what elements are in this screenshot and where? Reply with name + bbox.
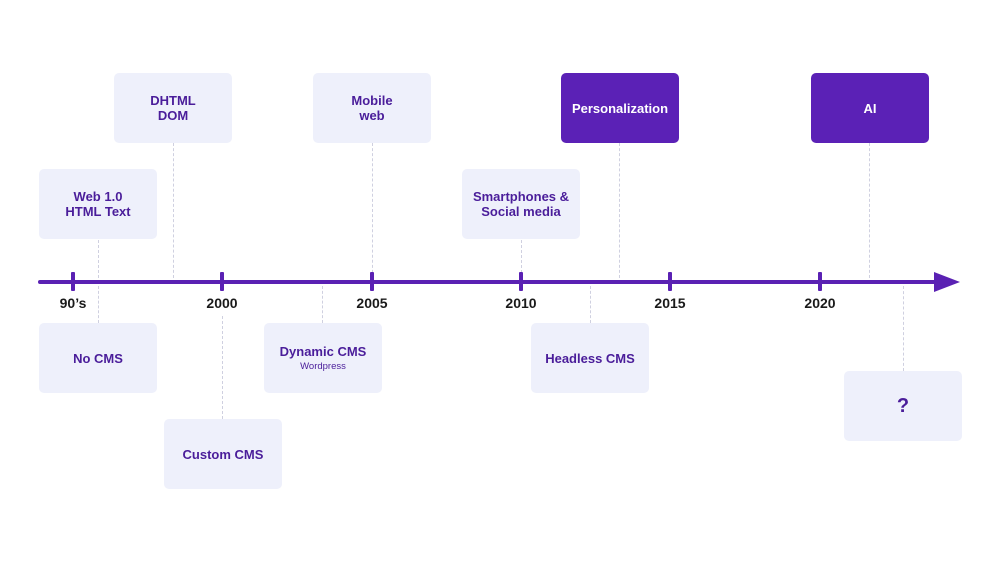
card-ai-label: AI <box>863 100 877 116</box>
card-mobile-line2: web <box>359 108 385 123</box>
card-dhtml-line1: DHTML <box>150 93 196 108</box>
connector-dhtml <box>173 143 174 278</box>
year-label-2000: 2000 <box>206 295 238 311</box>
tick-2010 <box>519 272 523 291</box>
connector-ai <box>869 143 870 278</box>
card-smartphones: Smartphones & Social media <box>462 169 580 239</box>
connector-nocms <box>98 286 99 323</box>
card-web1-line1: Web 1.0 <box>73 189 123 204</box>
tick-90s <box>71 272 75 291</box>
connector-dynamic <box>322 286 323 323</box>
card-headless-label: Headless CMS <box>545 350 635 366</box>
connector-custom <box>222 316 223 419</box>
tick-2020 <box>818 272 822 291</box>
year-label-90s: 90’s <box>59 295 87 311</box>
connector-web1 <box>98 240 99 278</box>
year-label-2015: 2015 <box>654 295 686 311</box>
card-smartphones-line1: Smartphones & <box>472 189 570 204</box>
connector-personalization <box>619 143 620 278</box>
card-dynamic-sub: Wordpress <box>300 360 346 372</box>
card-ai: AI <box>811 73 929 143</box>
tick-2000 <box>220 272 224 291</box>
connector-smartphones <box>521 240 522 278</box>
year-label-2005: 2005 <box>356 295 388 311</box>
card-custom-label: Custom CMS <box>182 446 264 462</box>
timeline-axis <box>38 280 938 284</box>
card-future-label: ? <box>896 394 910 417</box>
year-label-2020: 2020 <box>804 295 836 311</box>
card-dhtml-dom: DHTML DOM <box>114 73 232 143</box>
card-web1-line2: HTML Text <box>65 204 131 219</box>
card-personalization: Personalization <box>561 73 679 143</box>
card-dynamic-label: Dynamic CMS <box>279 343 367 359</box>
card-personalization-label: Personalization <box>571 100 669 116</box>
card-custom-cms: Custom CMS <box>164 419 282 489</box>
card-dhtml-line2: DOM <box>157 108 189 123</box>
card-mobile-web: Mobile web <box>313 73 431 143</box>
connector-headless <box>590 286 591 323</box>
year-label-2010: 2010 <box>505 295 537 311</box>
connector-mobile <box>372 143 373 278</box>
card-web-1: Web 1.0 HTML Text <box>39 169 157 239</box>
card-mobile-line1: Mobile <box>351 93 393 108</box>
timeline-arrowhead <box>934 272 960 292</box>
tick-2015 <box>668 272 672 291</box>
connector-future <box>903 286 904 371</box>
card-no-cms: No CMS <box>39 323 157 393</box>
card-dynamic-cms: Dynamic CMS Wordpress <box>264 323 382 393</box>
card-smartphones-line2: Social media <box>481 204 561 219</box>
card-nocms-label: No CMS <box>73 350 123 366</box>
card-headless-cms: Headless CMS <box>531 323 649 393</box>
tick-2005 <box>370 272 374 291</box>
card-future: ? <box>844 371 962 441</box>
